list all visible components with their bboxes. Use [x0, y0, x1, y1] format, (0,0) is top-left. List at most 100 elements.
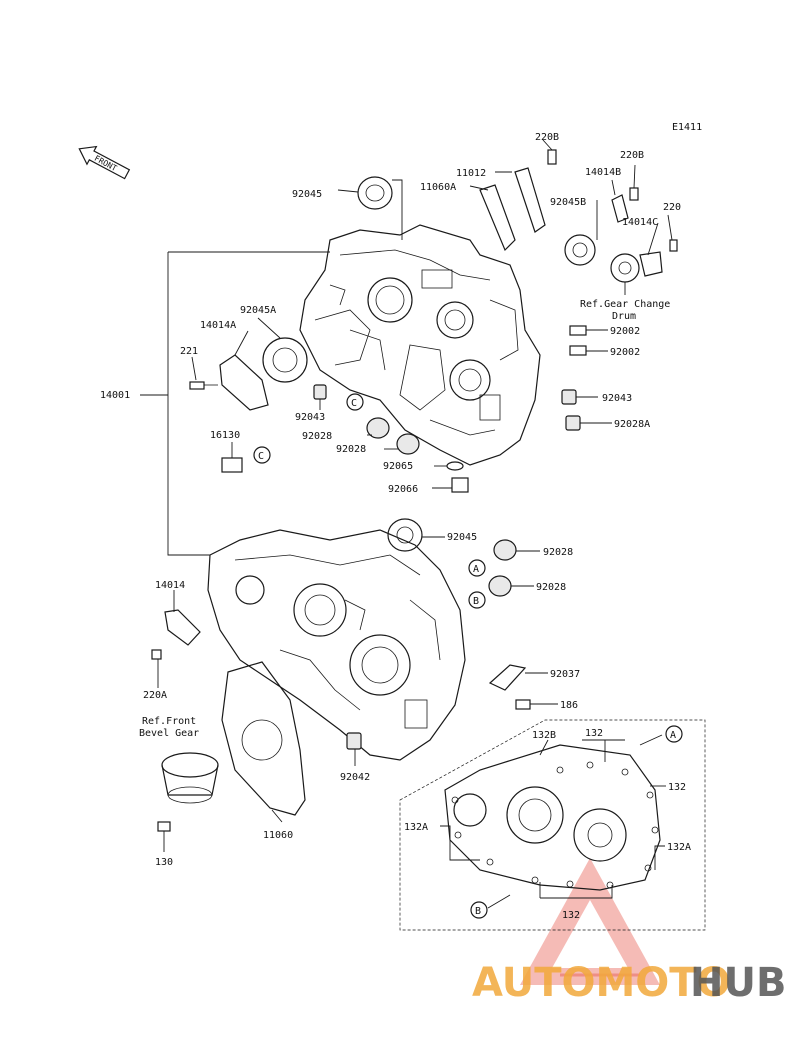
label-220B-1: 220B [535, 132, 559, 143]
bearing-92045B [564, 234, 596, 266]
label-132B: 132B [532, 730, 556, 741]
pin-92043-left [313, 384, 327, 400]
bearing-92045A [262, 337, 308, 383]
label-92043-left: 92043 [295, 412, 325, 423]
bushing-92028-2 [396, 433, 420, 455]
label-11060A: 11060A [420, 182, 456, 193]
leader-lines [140, 139, 673, 909]
label-92028-1: 92028 [302, 431, 332, 442]
watermark-logo [520, 858, 660, 985]
watermark-text: AUTOMOTO HUB [472, 960, 786, 1006]
callout-b-1: B [473, 596, 479, 607]
label-11060: 11060 [263, 830, 293, 841]
bolt-221 [189, 381, 218, 390]
front-arrow-icon: FRONT [78, 145, 131, 180]
label-92042: 92042 [340, 772, 370, 783]
label-14014A: 14014A [200, 320, 236, 331]
label-14014B: 14014B [585, 167, 621, 178]
label-220A: 220A [143, 690, 167, 701]
callout-a-1: A [473, 564, 479, 575]
bushing-92028-3 [493, 539, 517, 561]
part-labels: 220B 11012 220B 11060A 14014B 92045 9204… [100, 132, 691, 921]
ref-front-bevel-line1: Ref.Front [142, 716, 196, 727]
watermark-right: HUB [690, 960, 786, 1006]
bracket-11012 [514, 167, 546, 233]
bolt-130 [157, 821, 171, 832]
callout-b-2: B [475, 906, 481, 917]
ref-gear-change-line2: Drum [612, 311, 636, 322]
bolt-220 [669, 239, 678, 252]
watermark-triangle [520, 858, 660, 985]
label-132-bottom: 132 [562, 910, 580, 921]
label-92045A: 92045A [240, 305, 276, 316]
label-14001: 14001 [100, 390, 130, 401]
label-14014C: 14014C [622, 217, 658, 228]
bolt-220B-2 [629, 187, 639, 201]
label-92028-4: 92028 [536, 582, 566, 593]
label-132-top: 132 [585, 728, 603, 739]
callout-c-1: C [351, 398, 357, 409]
label-92028A: 92028A [614, 419, 650, 430]
bearing-gear-drum [610, 253, 640, 283]
bolt-186 [515, 699, 531, 710]
guide-92037 [488, 664, 527, 691]
front-bevel-gear [161, 752, 219, 804]
bolt-220B-1 [547, 149, 557, 165]
bracket-11060A [479, 184, 516, 252]
pin-92028A [565, 415, 581, 431]
pin-92042 [346, 732, 362, 750]
ref-gear-change-line1: Ref.Gear Change [580, 299, 670, 310]
plug-92066 [451, 477, 469, 493]
figure-id: E1411 [672, 122, 702, 133]
label-132A-right: 132A [667, 842, 691, 853]
plate-14014C [639, 251, 663, 277]
label-92043-right: 92043 [602, 393, 632, 404]
reference-notes: Ref.Gear Change Drum Ref.Front Bevel Gea… [139, 299, 670, 739]
label-92045-top: 92045 [292, 189, 322, 200]
cover-inset [399, 719, 706, 931]
sensor-16130 [221, 457, 243, 473]
label-130: 130 [155, 857, 173, 868]
bushing-92028-4 [488, 575, 512, 597]
label-92045B: 92045B [550, 197, 586, 208]
label-132A-left: 132A [404, 822, 428, 833]
label-92028-2: 92028 [336, 444, 366, 455]
callout-circles: C C A B A B [253, 393, 683, 919]
label-186: 186 [560, 700, 578, 711]
bearing-92045-mid [387, 518, 423, 552]
label-92066: 92066 [388, 484, 418, 495]
plug-92002-2 [569, 345, 587, 356]
label-92045-mid: 92045 [447, 532, 477, 543]
label-14014: 14014 [155, 580, 185, 591]
bolt-220A [151, 649, 162, 660]
washer-92065 [446, 461, 464, 471]
upper-crankcase-half [299, 224, 541, 466]
lower-crankcase-half [207, 529, 466, 761]
label-92037: 92037 [550, 669, 580, 680]
label-92065: 92065 [383, 461, 413, 472]
plate-14014B [611, 194, 629, 223]
plate-14014 [164, 609, 201, 646]
watermark-left: AUTOMOTO [472, 960, 731, 1006]
bushing-92028-1 [366, 417, 390, 439]
label-221: 221 [180, 346, 198, 357]
label-220: 220 [663, 202, 681, 213]
callout-c-2: C [258, 451, 264, 462]
label-92028-3: 92028 [543, 547, 573, 558]
label-92002-2: 92002 [610, 347, 640, 358]
cover-bolt-holes [451, 761, 659, 889]
bearing-92045-top [357, 176, 393, 210]
label-132-right: 132 [668, 782, 686, 793]
ref-front-bevel-line2: Bevel Gear [139, 728, 199, 739]
label-11012: 11012 [456, 168, 486, 179]
label-92002-1: 92002 [610, 326, 640, 337]
plate-14014A [219, 354, 269, 411]
parts-group [151, 149, 678, 832]
pin-92043-right [561, 389, 577, 405]
gasket-11060 [221, 661, 306, 816]
callout-a-2: A [670, 730, 676, 741]
label-16130: 16130 [210, 430, 240, 441]
plug-92002-1 [569, 325, 587, 336]
label-220B-2: 220B [620, 150, 644, 161]
